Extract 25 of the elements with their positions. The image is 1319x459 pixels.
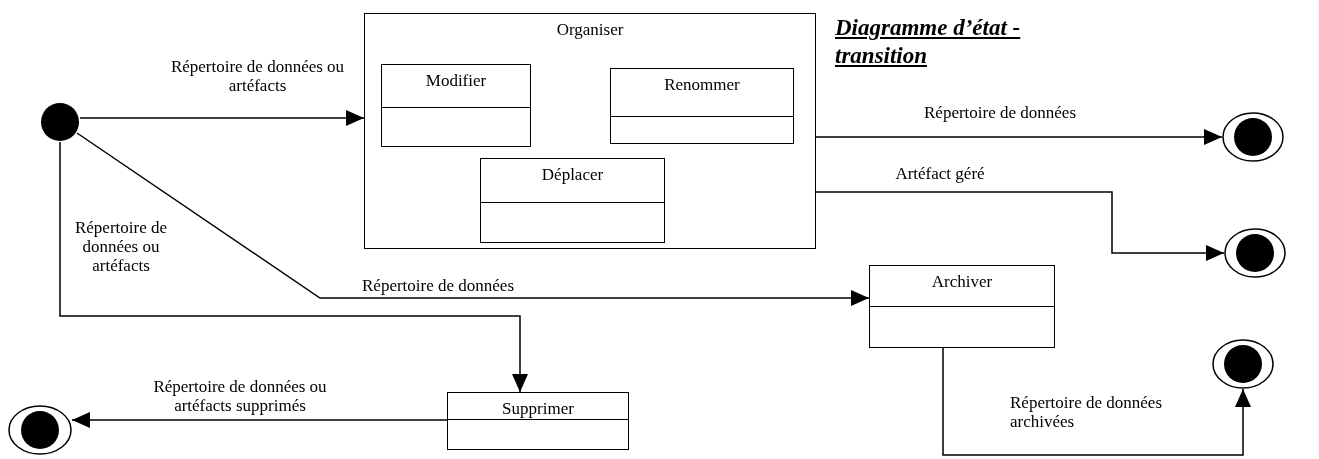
state-name: Déplacer (541, 165, 604, 185)
state-name: Organiser (556, 20, 624, 40)
initial-state (40, 102, 80, 142)
diagram-title: Diagramme d’état - transition (835, 14, 1022, 70)
composite-state-box (364, 13, 816, 249)
final-state (1224, 228, 1286, 278)
transition-arrow (79, 110, 365, 126)
state-name: Renommer (664, 75, 740, 95)
final-state (8, 405, 72, 455)
transition-arrow (71, 412, 448, 428)
state-box (381, 64, 531, 147)
state-name: Archiver (931, 272, 993, 292)
transition-arrow (815, 191, 1225, 261)
final-state (1212, 339, 1274, 389)
transition-arrow (815, 129, 1223, 145)
transition-arrow (59, 141, 528, 393)
state-name: Supprimer (502, 399, 574, 419)
final-state (1222, 112, 1284, 162)
state-box (610, 68, 794, 144)
state-name: Modifier (425, 71, 487, 91)
transition-arrow (76, 132, 870, 306)
state-box (480, 158, 665, 243)
transition-arrow (942, 347, 1251, 456)
state-box (447, 392, 629, 450)
state-box (869, 265, 1055, 348)
